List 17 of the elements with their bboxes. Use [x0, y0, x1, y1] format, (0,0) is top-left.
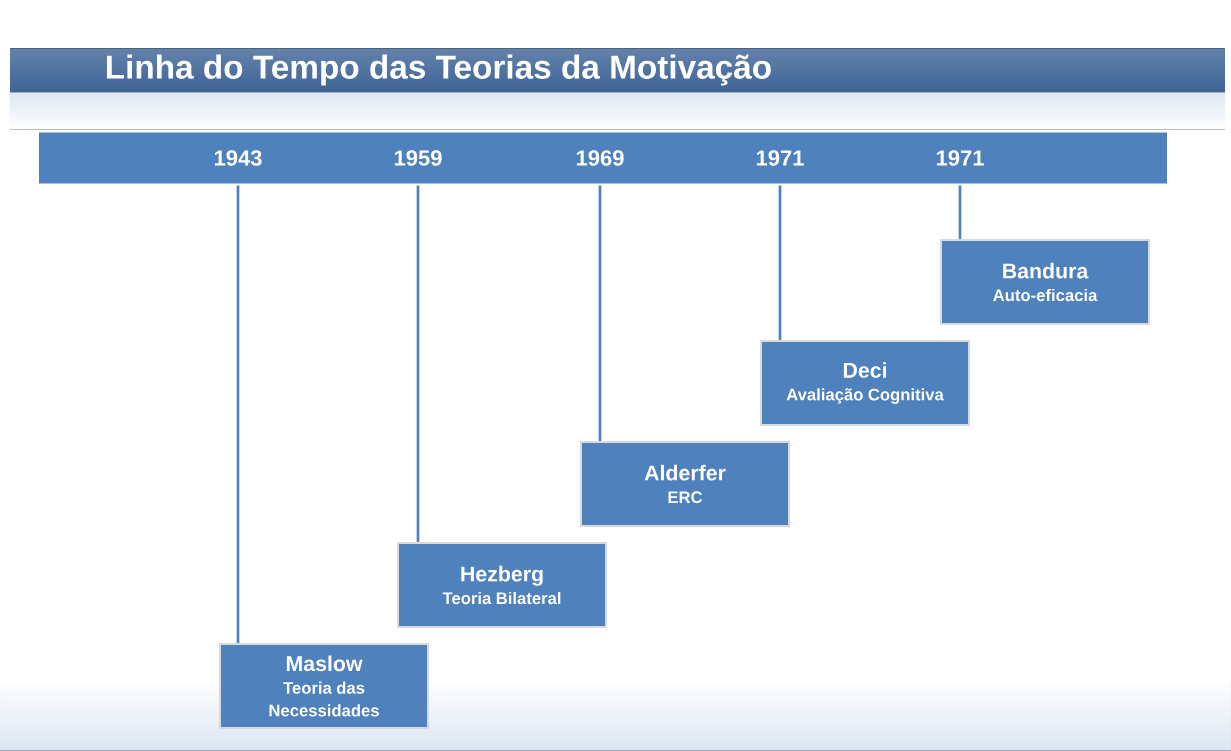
year-label: 1943	[214, 150, 262, 166]
connector-line	[236, 185, 240, 643]
connector-line	[416, 185, 420, 542]
timeline-bar	[37, 130, 1169, 186]
theory-box: Hezberg Teoria Bilateral	[397, 542, 607, 628]
theory-box: Maslow Teoria das Necessidades	[219, 643, 429, 729]
year-label: 1969	[576, 150, 624, 166]
theory-box: Alderfer ERC	[580, 441, 790, 527]
year-label: 1971	[756, 150, 804, 166]
connector-line	[598, 185, 602, 441]
theory-box: Deci Avaliação Cognitiva	[760, 340, 970, 426]
connector-line	[958, 185, 962, 239]
year-label: 1971	[936, 150, 984, 166]
year-label: 1959	[394, 150, 442, 166]
connector-line	[778, 185, 782, 340]
title: Linha do Tempo das Teorias da Motivação	[106, 54, 771, 86]
theory-box: Bandura Auto-eficacia	[940, 239, 1150, 325]
